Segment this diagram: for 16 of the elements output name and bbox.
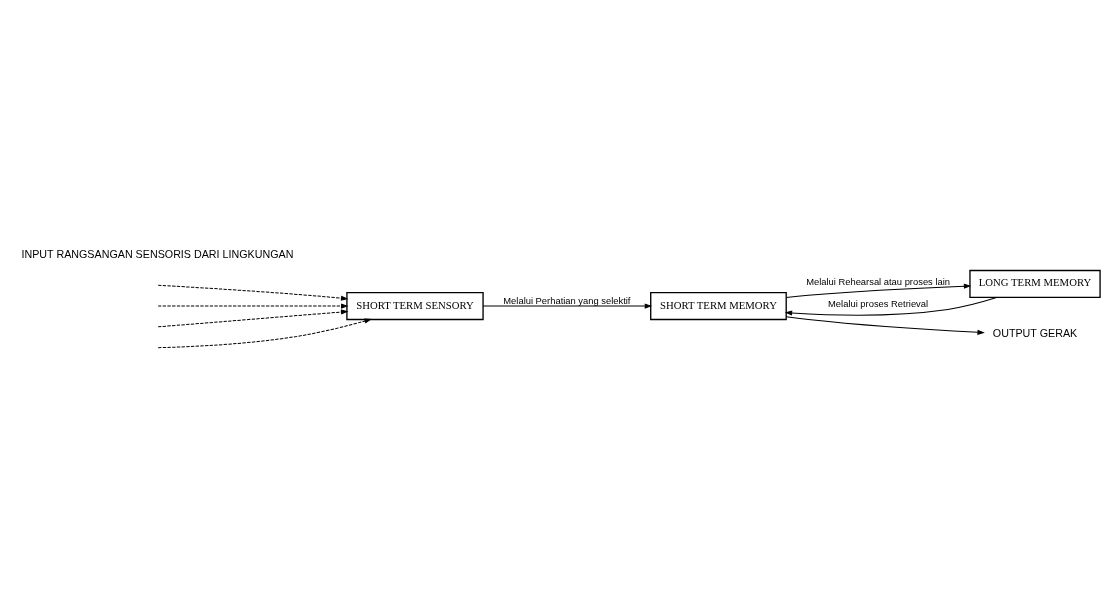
label: INPUT RANGSANGAN SENSORIS DARI LINGKUNGAN	[21, 247, 294, 260]
node-box: SHORT TERM SENSORY	[346, 291, 484, 320]
arrow	[157, 284, 349, 301]
node-text: OUTPUT GERAK	[992, 326, 1078, 339]
node-box: LONG TERM MEMORY	[969, 269, 1101, 298]
arrow	[157, 308, 349, 327]
arrow	[785, 315, 985, 335]
arrow	[784, 296, 998, 316]
arrow	[482, 302, 653, 309]
arrow	[157, 302, 349, 309]
edge-label: Melalui Rehearsal atau proses lain	[806, 276, 950, 287]
edge-label: Melalui proses Retrieval	[828, 298, 929, 309]
node-box: SHORT TERM MEMORY	[650, 291, 787, 320]
arrow	[157, 318, 372, 348]
arrow	[785, 283, 972, 298]
edge-label: Melalui Perhatian yang selektif	[503, 295, 631, 306]
